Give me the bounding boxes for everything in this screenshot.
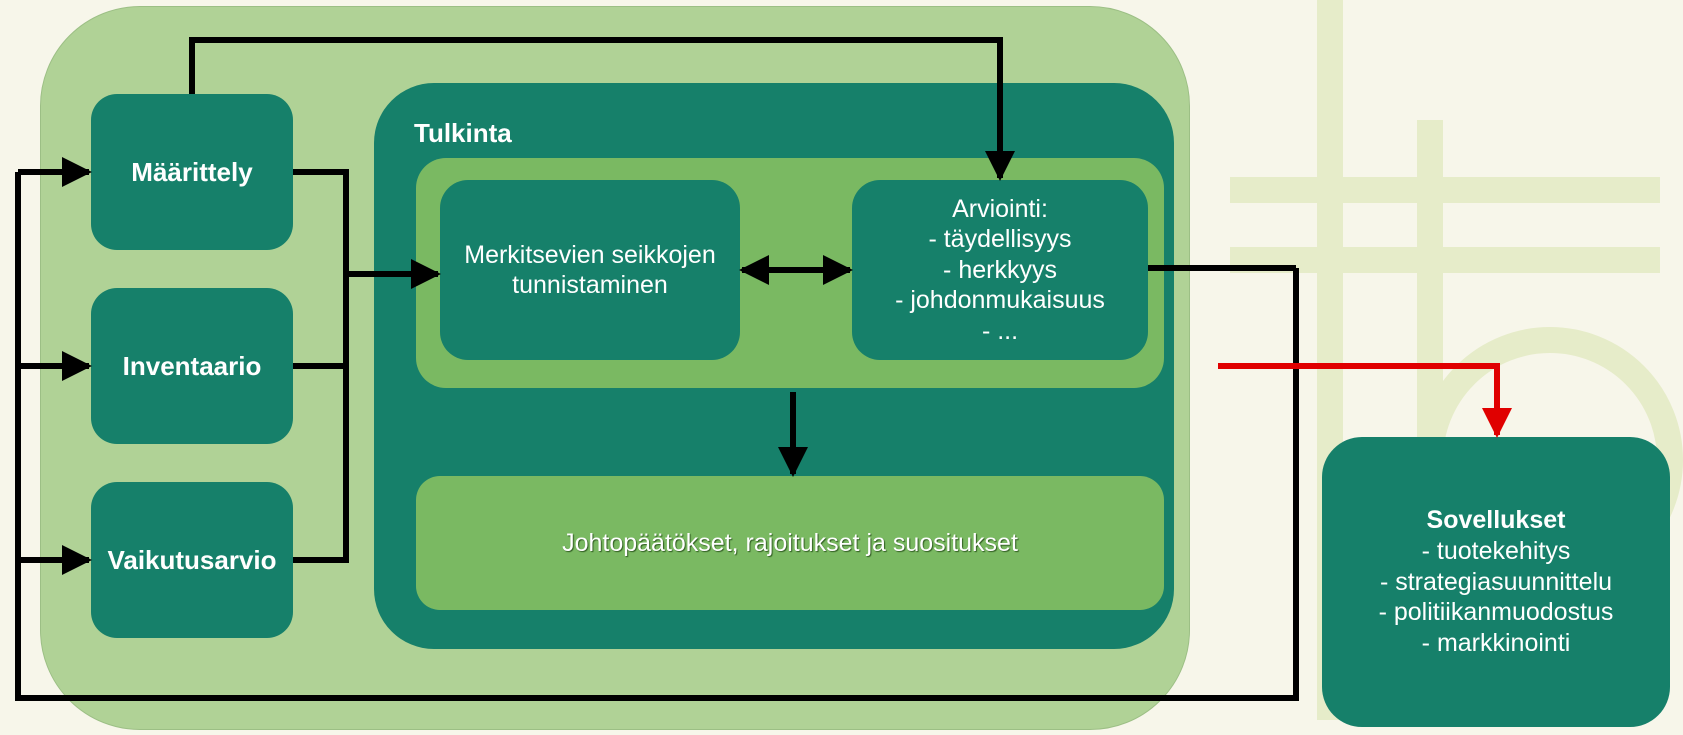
feedback-loop-line [15, 172, 1299, 701]
evaluation-box: Arviointi: - täydellisyys - herkkyys - j… [852, 180, 1148, 360]
phase-maarittely: Määrittely [91, 94, 293, 250]
evaluation-line-4: - johdonmukaisuus [895, 286, 1105, 315]
identification-box: Merkitsevien seikkojen tunnistaminen [440, 180, 740, 360]
phase-maarittely-label: Määrittely [131, 156, 253, 187]
identification-line-1: Merkitsevien seikkojen [464, 240, 716, 269]
applications-item-2: - strategiasuunnittelu [1379, 567, 1613, 596]
phase-inventaario: Inventaario [91, 288, 293, 444]
identification-line-2: tunnistaminen [512, 271, 668, 299]
applications-item-1: - tuotekehitys [1421, 536, 1571, 565]
phase-vaikutusarvio: Vaikutusarvio [91, 482, 293, 638]
arrow-maarittely-to-evaluation [189, 37, 1015, 181]
applications-item-4: - markkinointi [1421, 629, 1571, 658]
evaluation-line-5: - ... [981, 316, 1019, 345]
conclusions-box: Johtopäätökset, rajoitukset ja suosituks… [416, 476, 1164, 610]
phase-inventaario-label: Inventaario [122, 350, 262, 381]
conclusions-label: Johtopäätökset, rajoitukset ja suosituks… [562, 528, 1018, 557]
phase-vaikutusarvio-label: Vaikutusarvio [107, 544, 277, 575]
evaluation-line-2: - täydellisyys [928, 225, 1072, 254]
evaluation-line-1: Arviointi: [952, 194, 1048, 223]
arrow-to-applications [1218, 363, 1512, 438]
applications-box: Sovellukset - tuotekehitys - strategiasu… [1322, 437, 1670, 727]
evaluation-line-3: - herkkyys [943, 255, 1057, 284]
applications-item-3: - politiikanmuodostus [1378, 598, 1614, 627]
phases-collector-line [293, 169, 349, 563]
applications-title: Sovellukset [1426, 506, 1566, 535]
tulkinta-title: Tulkinta [414, 118, 512, 148]
